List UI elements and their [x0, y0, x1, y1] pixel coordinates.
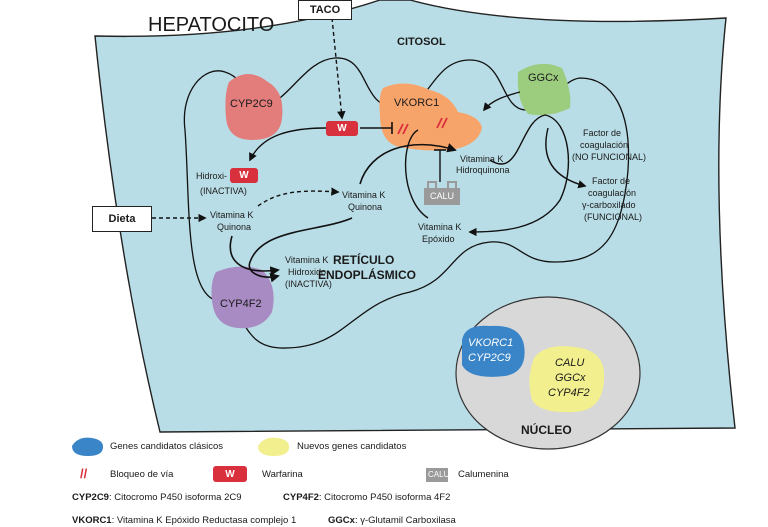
- center-quinona-to-hidroxido: [248, 217, 353, 283]
- ggcx-label: GGCx: [528, 72, 559, 84]
- cyp4f2-shape: [211, 266, 274, 329]
- vk-quinona-left-1: Vitamina K: [210, 210, 254, 220]
- cyp2c9-label: CYP2C9: [230, 98, 273, 110]
- nucleus-vkorc1: VKORC1: [468, 337, 514, 349]
- factor-f-1: Factor de: [592, 176, 631, 186]
- ggcx-shape: [517, 63, 571, 116]
- epoxido-to-quinona: [404, 129, 429, 219]
- legend-cyp4f2-def: : Citocromo P450 isoforma 4F2: [318, 492, 451, 503]
- factor-nf-1: Factor de: [583, 128, 622, 138]
- legend-cyp2c9: CYP2C9: Citocromo P450 isoforma 2C9: [72, 492, 242, 503]
- block-marks: [397, 117, 448, 135]
- legend-bloqueo-symbol: //: [80, 466, 88, 481]
- legend-ggcx: GGCx: γ-Glutamil Carboxilasa: [328, 515, 456, 526]
- hidroxi-inactiva-label: (INACTIVA): [200, 186, 247, 196]
- legend-vkorc1-def: : Vitamina K Epóxido Reductasa complejo …: [111, 515, 297, 526]
- citosol-label: CITOSOL: [397, 36, 446, 48]
- legend-warfarina-symbol: W: [213, 466, 247, 482]
- vk-quinona-center-1: Vitamina K: [342, 190, 386, 200]
- hidroxi-warfarin-badge: W: [230, 168, 258, 183]
- vk-hidroquinona-2: Hidroquinona: [456, 165, 510, 175]
- legend-ggcx-def: : γ-Glutamil Carboxilasa: [354, 515, 456, 526]
- legend-warfarina: Warfarina: [262, 469, 303, 480]
- nucleus-calu: CALU: [555, 357, 585, 369]
- quinona-transport: [257, 187, 340, 207]
- nucleus-cyp2c9: CYP2C9: [468, 352, 511, 364]
- nucleus-blue-gene: [462, 325, 525, 377]
- legend-vkorc1: VKORC1: Vitamina K Epóxido Reductasa com…: [72, 515, 296, 526]
- reticulo-label: RETÍCULO: [333, 253, 395, 267]
- ggcx-to-vkorc1: [482, 91, 521, 112]
- legend-yellow-swatch: [258, 437, 290, 456]
- hidroxi-label: Hidroxi-: [196, 171, 228, 181]
- legend-calumenina: Calumenina: [458, 469, 509, 480]
- legend-clasicos: Genes candidatos clásicos: [110, 441, 224, 452]
- calu-label: CALU: [430, 191, 455, 201]
- nucleus-cyp4f2: CYP4F2: [548, 387, 590, 399]
- legend-vkorc1-abbr: VKORC1: [72, 515, 112, 526]
- legend-blue-swatch: [72, 437, 104, 456]
- taco-arrow: [331, 17, 346, 120]
- factor-f-2: coagulación: [588, 188, 637, 198]
- vk-quinona-left-2: Quinona: [217, 222, 252, 232]
- reticulum-outline: [183, 57, 630, 349]
- vk-quinona-center-2: Quinona: [348, 202, 383, 212]
- nucleus-ggcx: GGCx: [555, 372, 586, 384]
- factor-f-4: (FUNCIONAL): [584, 212, 642, 222]
- vkorc1-shape: [379, 83, 482, 151]
- legend-cyp4f2-abbr: CYP4F2: [283, 492, 319, 503]
- quinona-to-hidroquinona: [359, 143, 457, 185]
- legend-cyp4f2: CYP4F2: Citocromo P450 isoforma 4F2: [283, 492, 450, 503]
- legend-bloqueo: Bloqueo de vía: [110, 469, 174, 480]
- quinona-to-hidroxido: [229, 235, 280, 276]
- dieta-box: Dieta: [92, 206, 152, 232]
- calu-shape: [424, 188, 460, 205]
- vk-hidroxido-2: Hidroxido: [288, 267, 327, 277]
- hepatocito-label: HEPATOCITO: [148, 14, 275, 36]
- endoplasmico-label: ENDOPLÁSMICO: [318, 268, 417, 282]
- ggcx-cycle: [468, 114, 570, 237]
- cyp4f2-label: CYP4F2: [220, 298, 262, 310]
- warfarin-badge: W: [326, 121, 358, 136]
- legend-nuevos: Nuevos genes candidatos: [297, 441, 407, 452]
- legend-cyp2c9-def: : Citocromo P450 isoforma 2C9: [108, 492, 242, 503]
- taco-box: TACO: [298, 0, 352, 20]
- legend-calu-symbol: CALU: [428, 470, 450, 479]
- factor-arrow: [545, 127, 587, 189]
- nucleo-label: NÚCLEO: [521, 423, 572, 437]
- vkorc1-label: VKORC1: [394, 97, 440, 109]
- legend-calu-swatch: [426, 468, 448, 482]
- vk-hidroquinona-1: Vitamina K: [460, 154, 504, 164]
- vk-hidroxido-3: (INACTIVA): [285, 279, 332, 289]
- cyp2c9-shape: [225, 74, 283, 140]
- legend-ggcx-abbr: GGCx: [328, 515, 355, 526]
- factor-nf-2: coagulación: [580, 140, 629, 150]
- factor-nf-3: (NO FUNCIONAL): [572, 152, 646, 162]
- legend-cyp2c9-abbr: CYP2C9: [72, 492, 109, 503]
- vk-epoxido-1: Vitamina K: [418, 222, 462, 232]
- w-to-hidroxi: [249, 127, 327, 162]
- nucleus-yellow-gene: [529, 346, 605, 413]
- factor-f-3: γ-carboxilado: [582, 200, 636, 210]
- vk-hidroxido-1: Vitamina K: [285, 255, 329, 265]
- vk-epoxido-2: Epóxido: [422, 234, 455, 244]
